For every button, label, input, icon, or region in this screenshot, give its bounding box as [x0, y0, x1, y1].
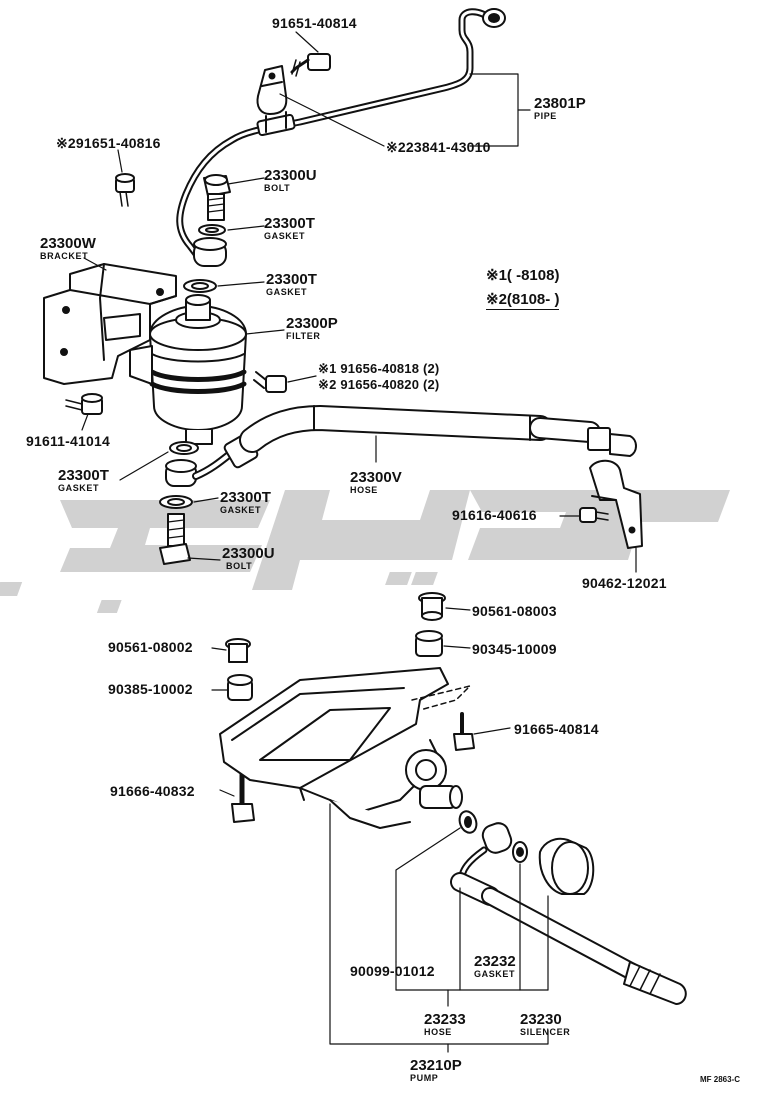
banjo-fitting-top [193, 237, 227, 267]
cushion-right [415, 630, 443, 657]
label-hose-number: 23300V [350, 469, 402, 486]
bracket [43, 263, 177, 385]
label-gasket-5-name: GASKET [474, 969, 516, 979]
label-filter-number: 23300P [286, 315, 338, 332]
gasket-3 [169, 441, 199, 455]
label-pipe-number: 23801P [534, 95, 586, 112]
gasket-2-hole [191, 282, 209, 290]
label-gasket-4-number: 23300T [220, 489, 271, 506]
collar-left [225, 638, 251, 663]
fuel-pump [219, 667, 471, 829]
label-filter-name: FILTER [286, 331, 321, 341]
label-clamp-bolt: 91651-40814 [272, 15, 357, 31]
label-cushion-right: 90345-10009 [472, 641, 557, 657]
label-bracket-lower-bolt: 91611-41014 [26, 433, 110, 449]
label-hose-clamp: 90462-12021 [582, 575, 667, 591]
filter-clamp-bolt [253, 371, 287, 393]
fuel-hose [165, 405, 637, 487]
label-bracket-bolt: ※291651-40816 [56, 135, 161, 151]
label-mount-bolt-left: 91666-40832 [110, 783, 195, 799]
mount-bolt-left [231, 769, 255, 823]
label-pipe-clamp: ※223841-43010 [386, 139, 491, 155]
label-collar-left: 90561-08002 [108, 639, 193, 655]
cushion-left [227, 674, 253, 701]
pipe-clamp [256, 65, 288, 115]
label-silencer-number: 23230 [520, 1011, 562, 1028]
mount-bolt-right [453, 712, 475, 751]
label-gasket-3-number: 23300T [58, 467, 109, 484]
hose-clamp-bolt [579, 507, 609, 523]
label-bracket-name: BRACKET [40, 251, 89, 261]
label-union-bolt-top-name: BOLT [264, 183, 291, 193]
bracket-bolt [115, 173, 135, 207]
label-gasket-4-name: GASKET [220, 505, 262, 515]
collar-right [418, 592, 446, 621]
label-pump-hose-name: HOSE [424, 1027, 452, 1037]
label-gasket-2-number: 23300T [266, 271, 317, 288]
legend-line-2: ※2(8108- ) [486, 291, 560, 310]
fuel-pipe-23801p [176, 8, 506, 258]
label-bolt-ref-1: ※1 91656-40818 (2) [318, 361, 440, 376]
silencer [538, 837, 595, 895]
union-bolt-bottom [159, 513, 191, 565]
watermark-logo [0, 490, 730, 613]
figure-reference: MF 2863-C [700, 1075, 741, 1084]
union-bolt-top [203, 174, 231, 221]
legend-line-1: ※1( -8108) [486, 267, 560, 284]
label-bracket-number: 23300W [40, 235, 96, 252]
label-hose-name: HOSE [350, 485, 378, 495]
gasket-2 [183, 279, 217, 293]
fuel-filter [129, 294, 247, 445]
gasket-5-hole [516, 847, 524, 857]
label-gasket-1-number: 23300T [264, 215, 315, 232]
label-pump-number: 23210P [410, 1057, 462, 1074]
label-union-bolt-top-number: 23300U [264, 167, 317, 184]
label-pipe-name: PIPE [534, 111, 557, 121]
label-gasket-2-name: GASKET [266, 287, 308, 297]
bracket-lower-bolt [65, 393, 103, 415]
leader-lines [81, 31, 637, 1053]
gasket-4-hole [167, 498, 185, 506]
gasket-4 [159, 495, 193, 509]
pump-hose [450, 822, 687, 1005]
label-union-bolt-bottom-name: BOLT [226, 561, 253, 571]
label-gasket-1-name: GASKET [264, 231, 306, 241]
gasket-1-hole [205, 227, 219, 233]
label-o-ring: 90099-01012 [350, 963, 435, 979]
label-collar-right: 90561-08003 [472, 603, 557, 619]
label-pump-hose-number: 23233 [424, 1011, 466, 1028]
o-ring-hole [464, 816, 472, 828]
label-bolt-ref-2: ※2 91656-40820 (2) [318, 377, 440, 392]
clamp-bolt [290, 53, 331, 77]
label-hose-clamp-bolt: 91616-40616 [452, 507, 537, 523]
gasket-1 [198, 224, 226, 236]
label-mount-bolt-right: 91665-40814 [514, 721, 599, 737]
label-gasket-3-name: GASKET [58, 483, 100, 493]
label-gasket-5-number: 23232 [474, 953, 516, 970]
gasket-3-hole [176, 444, 192, 452]
label-union-bolt-bottom-number: 23300U [222, 545, 275, 562]
label-silencer-name: SILENCER [520, 1027, 571, 1037]
hose-clamp [589, 459, 643, 549]
label-cushion-left: 90385-10002 [108, 681, 193, 697]
label-pump-name: PUMP [410, 1073, 439, 1083]
